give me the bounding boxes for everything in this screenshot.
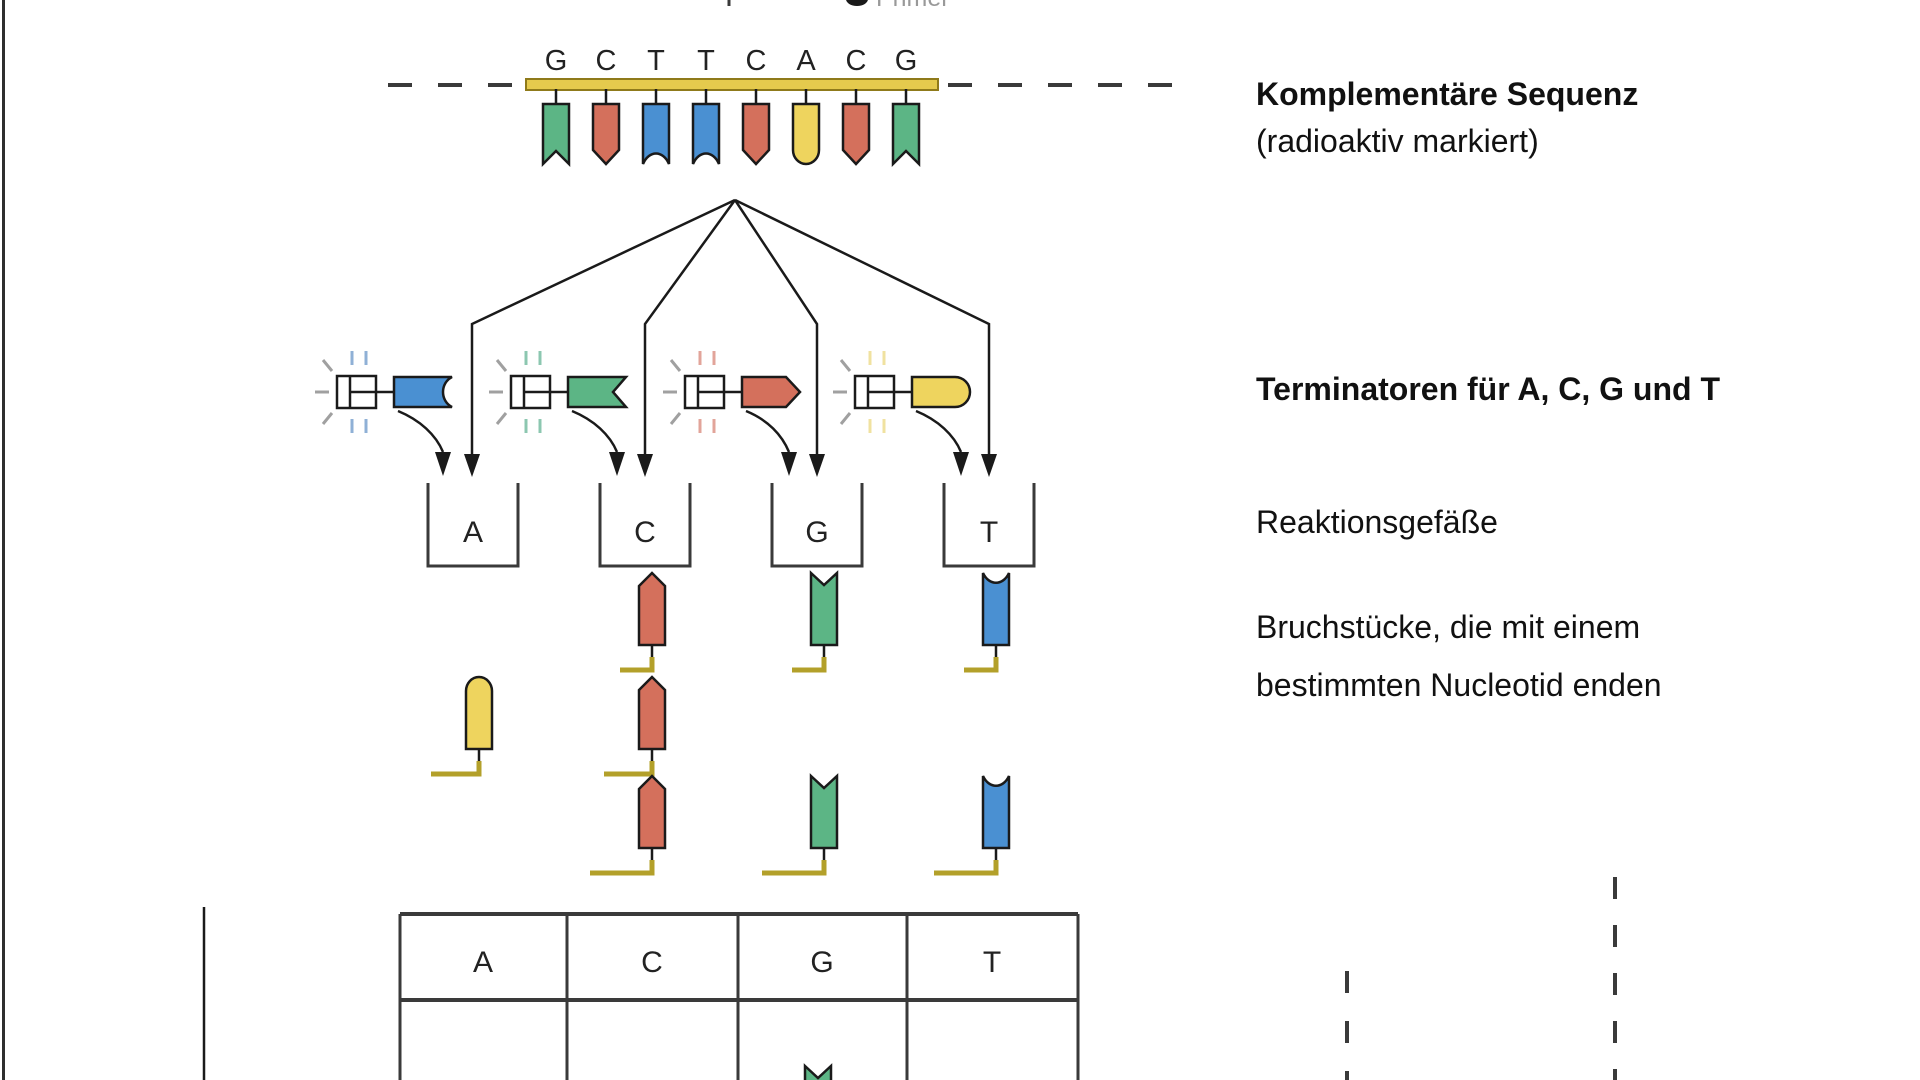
reaction-vessels: A C G T xyxy=(426,483,1036,568)
terminator-flag-yellow xyxy=(910,375,972,409)
vessel-a xyxy=(426,483,520,568)
base-letter: C xyxy=(846,45,867,77)
base-letter: G xyxy=(895,45,918,77)
vessel-letter: T xyxy=(980,516,998,549)
template-strand: G C T T C A C G xyxy=(388,45,1178,168)
partial-fragment-green xyxy=(803,1063,833,1080)
fragment-rows xyxy=(431,570,1011,876)
terminator-a xyxy=(315,351,453,433)
vessel-g xyxy=(770,483,864,568)
fragment-row-2 xyxy=(431,675,667,777)
gel-column-header: C xyxy=(641,946,663,979)
label-terminators: Terminatoren für A, C, G und T xyxy=(1256,371,1720,407)
primer-label: Primer xyxy=(876,0,950,12)
curved-arrow xyxy=(571,409,619,453)
curved-arrow xyxy=(915,409,963,453)
arrowhead xyxy=(637,454,653,477)
fragment-blue xyxy=(981,775,1011,850)
arrowhead xyxy=(464,454,480,477)
gel-table: A C G T xyxy=(398,912,1080,1080)
nucleotide-flag-yellow xyxy=(791,102,821,166)
fragment-green xyxy=(809,773,839,850)
fragment-row-1 xyxy=(620,570,1011,673)
terminator-flag-blue xyxy=(392,375,453,409)
arrowhead xyxy=(981,454,997,477)
fragment-yellow xyxy=(464,675,494,751)
terminator-c xyxy=(489,351,629,433)
terminator-g xyxy=(663,351,802,433)
arrowhead xyxy=(781,452,797,476)
vessel-letter: G xyxy=(805,516,828,549)
terminator-flag-green xyxy=(566,375,629,409)
fragment-blue xyxy=(981,572,1011,647)
label-reaction-vessels: Reaktionsgefäße xyxy=(1256,504,1498,540)
gel-column-header: T xyxy=(983,946,1001,979)
label-radioactively-marked: (radioaktiv markiert) xyxy=(1256,123,1539,159)
terminator-icons xyxy=(315,351,972,433)
label-complementary-sequence: Komplementäre Sequenz xyxy=(1256,76,1638,112)
terminator-t xyxy=(833,351,972,433)
vessel-letter: A xyxy=(463,516,483,549)
top-legend-partial: Primer xyxy=(727,0,950,12)
vessel-c xyxy=(598,483,692,568)
label-fragments-line2: bestimmten Nucleotid enden xyxy=(1256,667,1662,703)
base-letter: T xyxy=(647,45,665,77)
gel-column-header: A xyxy=(473,946,493,979)
primer-dot-icon xyxy=(846,0,868,6)
base-letter: T xyxy=(697,45,715,77)
nucleotide-flag-green xyxy=(541,102,571,168)
branch-line-g xyxy=(733,199,819,456)
terminator-arrows xyxy=(397,409,969,476)
base-letter: G xyxy=(545,45,568,77)
branch-line-t xyxy=(734,198,991,456)
fragment-red xyxy=(637,675,667,751)
nucleotide-flag-red xyxy=(841,102,871,166)
vessel-t xyxy=(942,483,1036,568)
base-letter: C xyxy=(746,45,767,77)
arrowhead xyxy=(953,452,969,476)
arrowhead xyxy=(809,454,825,477)
branch-line-a xyxy=(470,198,736,456)
gel-column-header: G xyxy=(810,946,833,979)
nucleotide-flag-red xyxy=(741,102,771,166)
arrowhead xyxy=(435,452,451,476)
base-letter: C xyxy=(596,45,617,77)
base-stems xyxy=(554,89,908,104)
label-fragments-line1: Bruchstücke, die mit einem xyxy=(1256,609,1640,645)
terminator-flag-red xyxy=(740,375,802,409)
annotation-labels: Komplementäre Sequenz (radioaktiv markie… xyxy=(1256,76,1720,703)
nucleotide-flag-blue xyxy=(691,102,721,165)
curved-arrow xyxy=(745,409,791,453)
nucleotide-flag-red xyxy=(591,102,621,166)
fragment-red xyxy=(637,571,667,647)
curved-arrow xyxy=(397,409,445,453)
branch-line-c xyxy=(643,199,737,456)
nucleotide-flag-green xyxy=(891,102,921,168)
branch-lines xyxy=(464,198,997,477)
base-letter: A xyxy=(796,45,816,77)
nucleotide-flag-blue xyxy=(641,102,671,165)
fragment-row-3 xyxy=(590,773,1011,876)
fragment-green xyxy=(809,570,839,647)
arrowhead xyxy=(609,452,625,476)
fragment-red xyxy=(637,774,667,850)
strand-backbone-bar xyxy=(525,78,939,91)
vessel-letter: C xyxy=(634,516,656,549)
